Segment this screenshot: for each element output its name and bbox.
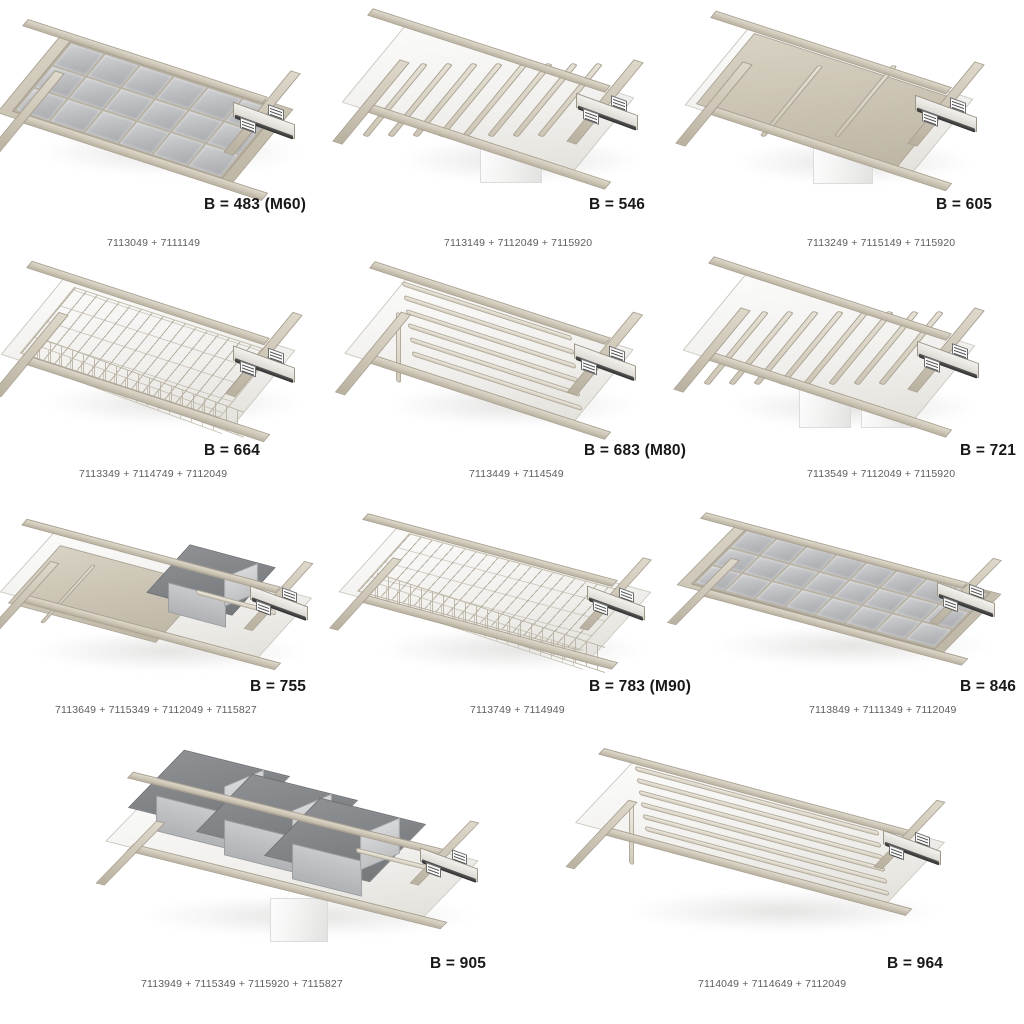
part-codes-p10: 7113949 + 7115349 + 7115920 + 7115827 [141,978,343,990]
width-label-p5: B = 683 (M80) [584,442,687,459]
product-render-p1 [0,8,341,201]
product-card-p3[interactable]: B = 605 7113249 + 7115149 + 7115920 [675,8,1024,256]
product-render-p3 [675,8,1024,191]
part-codes-p11: 7114049 + 7114649 + 7112049 [698,978,847,990]
isometric-stage [0,260,321,442]
width-label-p6: B = 721 [960,442,1017,459]
product-card-p8[interactable]: B = 783 (M90) 7113749 + 7114949 [328,496,691,740]
width-label-p2: B = 546 [589,196,646,213]
isometric-stage [0,18,321,201]
width-label-p10: B = 905 [430,955,487,972]
isometric-stage [95,740,500,942]
product-render-p7 [0,496,341,671]
part-codes-p6: 7113549 + 7112049 + 7115920 [807,468,956,480]
part-codes-p4: 7113349 + 7114749 + 7112049 [79,468,228,480]
product-card-p10[interactable]: B = 905 7113949 + 7115349 + 7115920 + 71… [95,740,520,1024]
isometric-stage [334,260,662,440]
width-label-p3: B = 605 [936,196,993,213]
product-card-p2[interactable]: B = 546 7113149 + 7112049 + 7115920 [331,7,682,256]
product-card-p1[interactable]: B = 483 (M60) 7113049 + 7111149 [0,8,341,256]
product-render-p2 [331,7,682,190]
product-card-p9[interactable]: B = 846 7113849 + 7111349 + 7112049 [666,496,1024,740]
product-card-p11[interactable]: B = 964 7114049 + 7114649 + 7112049 [560,740,1000,1024]
product-render-p10 [95,740,520,942]
width-label-p4: B = 664 [204,442,261,459]
isometric-stage [565,743,975,938]
part-codes-p8: 7113749 + 7114949 [470,704,565,716]
isometric-stage [666,506,1013,666]
product-render-p11 [560,740,1000,940]
product-render-p4 [0,256,341,442]
isometric-stage [675,10,1003,191]
product-row-1: B = 483 (M60) 7113049 + 7111149 [0,7,1024,256]
product-row-4: B = 905 7113949 + 7115349 + 7115920 + 71… [0,740,1024,1024]
product-card-p5[interactable]: B = 683 (M80) 7113449 + 7114549 [334,256,686,496]
product-card-p6[interactable]: B = 721 7113549 + 7112049 + 7115920 [673,255,1024,496]
product-card-p7[interactable]: B = 755 7113649 + 7115349 + 7112049 + 71… [0,496,341,740]
product-row-2: B = 664 7113349 + 7114749 + 7112049 [0,255,1024,496]
product-render-p5 [334,256,682,440]
product-render-p9 [666,496,1024,671]
product-row-3: B = 755 7113649 + 7115349 + 7112049 + 71… [0,496,1024,740]
part-codes-p9: 7113849 + 7111349 + 7112049 [809,704,957,716]
width-label-p1: B = 483 (M60) [204,196,307,213]
part-codes-p2: 7113149 + 7112049 + 7115920 [444,237,593,249]
isometric-stage [673,255,1003,438]
part-codes-p7: 7113649 + 7115349 + 7112049 + 7115827 [55,704,257,716]
product-render-p6 [673,255,1024,438]
width-label-p8: B = 783 (M90) [589,678,692,695]
width-label-p9: B = 846 [960,678,1017,695]
width-label-p7: B = 755 [250,678,307,695]
isometric-stage [331,7,662,190]
isometric-stage [328,504,667,673]
part-codes-p3: 7113249 + 7115149 + 7115920 [807,237,956,249]
cabinet-body [270,898,328,942]
product-render-p8 [328,496,682,673]
product-card-p4[interactable]: B = 664 7113349 + 7114749 + 7112049 [0,256,341,496]
part-codes-p5: 7113449 + 7114549 [469,468,564,480]
isometric-stage [0,504,326,670]
part-codes-p1: 7113049 + 7111149 [107,237,201,249]
width-label-p11: B = 964 [887,955,944,972]
